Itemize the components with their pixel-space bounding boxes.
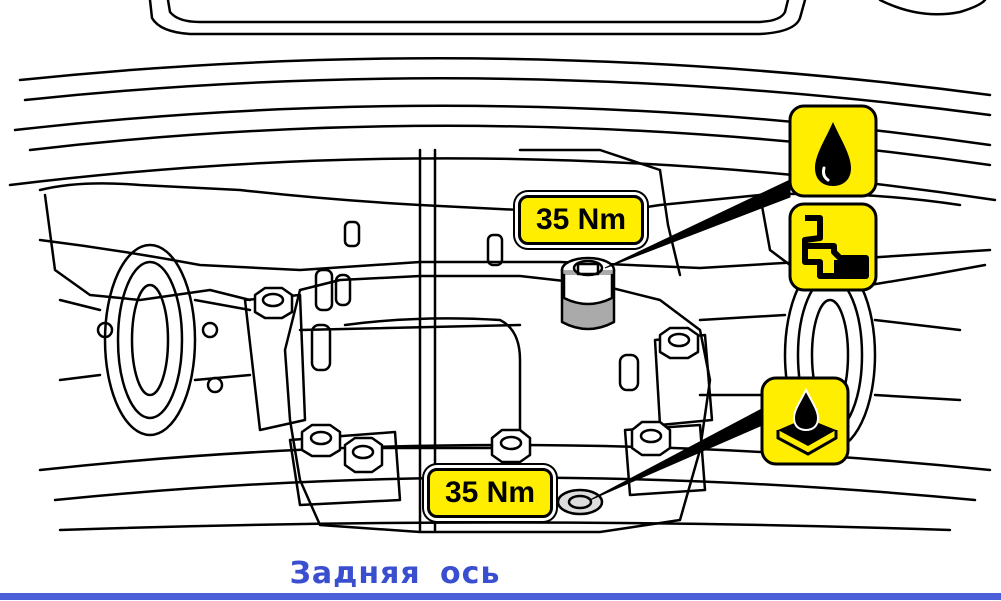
left-flange-bolt-2 [201,321,219,339]
subframe-left-bracket [43,193,252,302]
upper-panel-outline [148,0,807,36]
diff-cover [343,317,522,450]
diff-rib-horizontal [298,323,522,332]
bottom-rule [0,593,1001,600]
stud-3 [310,323,332,372]
bolt-front-left-2 [343,436,384,474]
left-flange-outer [103,243,197,437]
body-arc-2 [23,77,992,117]
filler-plug [560,256,616,331]
stud-2 [334,273,352,307]
right-shaft [698,313,962,402]
drain-plug [556,488,604,516]
torque-label-lower: 35 Nm [427,468,553,518]
bolt-front-left-1 [300,423,342,458]
left-flange-mid [116,260,184,420]
left-flange-inner [130,283,170,397]
subframe-lower-edge [38,238,992,272]
bolt-center-bottom [490,428,532,464]
top-right-arc [878,0,987,16]
bolt-left-top [253,286,294,320]
left-shaft [58,298,252,382]
fill-level-icon [788,202,878,292]
left-flange-bolt-1 [96,321,114,339]
drain-oil-icon [760,376,850,466]
bottom-curve [58,521,952,532]
upper-panel-inner [166,0,790,24]
torque-label-upper: 35 Nm [518,195,644,245]
stud-1 [314,268,334,312]
rear-axle-caption: Задняя ось [289,556,501,591]
bolt-front-right [630,420,672,457]
stud-5 [486,233,504,267]
stud-4 [343,220,361,248]
left-flange-bolt-3 [206,376,224,394]
front-right-mount [623,423,707,497]
front-left-mount [288,430,402,507]
stud-6 [618,353,640,392]
diff-rib-vertical [418,148,437,532]
leader-line-lower [589,409,761,501]
oil-drop-icon [788,104,878,198]
axle-strut [518,148,682,277]
bolt-right-upper [658,326,700,360]
body-arc-1 [18,57,992,97]
